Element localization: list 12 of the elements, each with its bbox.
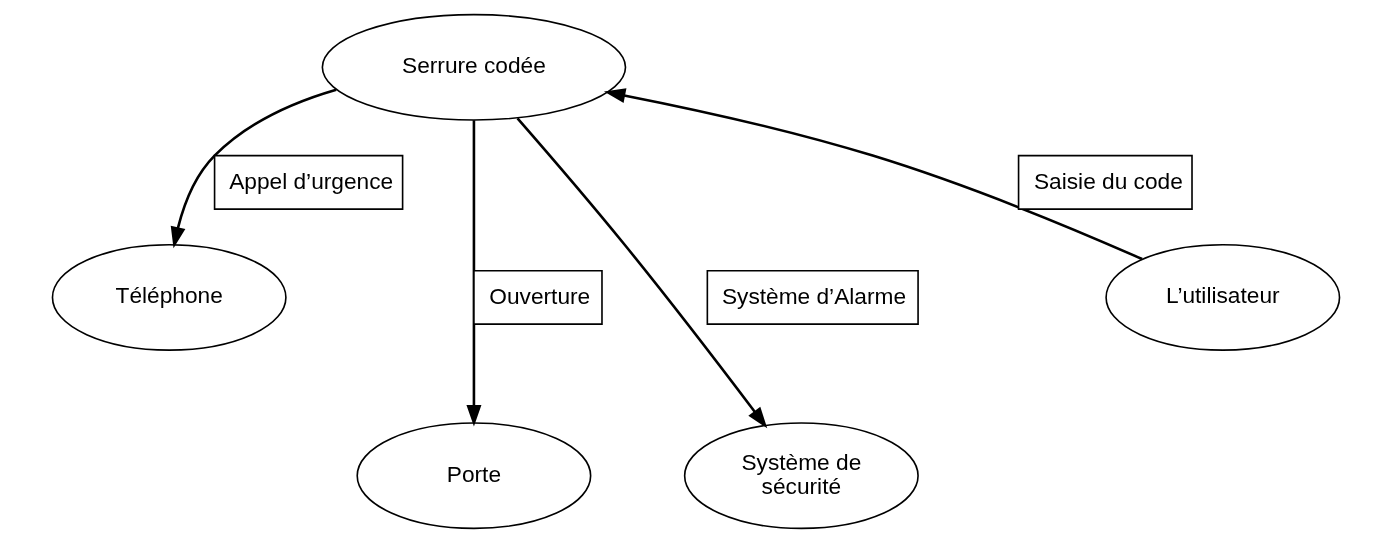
- edge-label: Appel d’urgence: [229, 168, 394, 195]
- arrow: [603, 88, 1143, 261]
- node-ellipse: Téléphone: [51, 243, 287, 351]
- arrow: [516, 117, 768, 429]
- node-ellipse: Porte: [356, 422, 592, 530]
- edge-label: Saisie du code: [1033, 168, 1183, 195]
- arrow: [170, 88, 337, 249]
- node-ellipse: L’utilisateur: [1105, 243, 1341, 351]
- arrow: [466, 120, 482, 427]
- edge-label: Ouverture: [489, 283, 591, 310]
- edge-label: Système d’Alarme: [721, 283, 907, 310]
- node-ellipse: Système de sécurité: [683, 422, 919, 530]
